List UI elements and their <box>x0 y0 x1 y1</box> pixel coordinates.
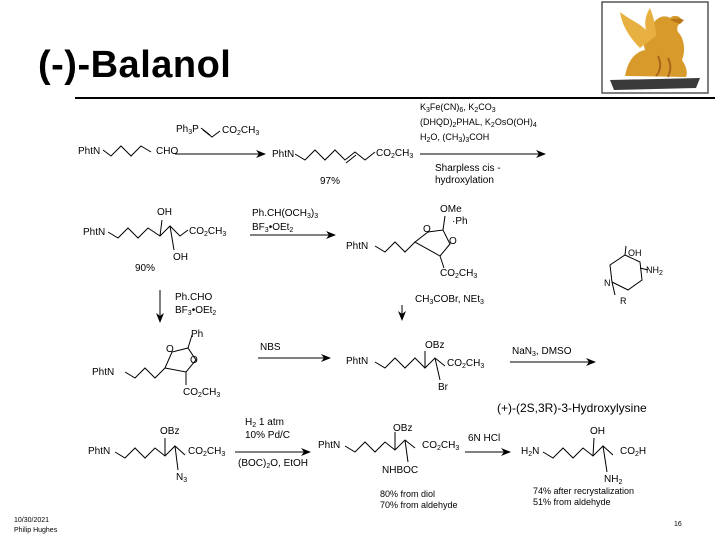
target-compound-label: (+)-(2S,3R)-3-Hydroxylysine <box>497 401 647 415</box>
orthoester-phthalimide-label: PhtN <box>92 367 115 378</box>
sharpless-conditions-line3: H2O, (CH3)3COH <box>420 132 490 144</box>
piperidine-oh: OH <box>628 248 642 258</box>
wittig-yield: 97% <box>320 176 341 187</box>
orthoester-conditions-line1: Ph.CHO <box>175 292 213 303</box>
yield-after-recrystalization: 74% after recrystalization <box>533 486 635 496</box>
diol-oh-top: OH <box>157 207 172 218</box>
final-acid-label: CO2H <box>620 446 647 458</box>
hydrogenation-conditions-line2: 10% Pd/C <box>245 430 291 441</box>
final-nh2-label: NH2 <box>604 474 623 486</box>
yield-final-from-aldehyde: 51% from aldehyde <box>533 497 611 507</box>
final-oh-label: OH <box>590 426 605 437</box>
acetal-ome-label: OMe <box>440 204 462 215</box>
piperidine-ring <box>609 254 643 291</box>
azide-n3-label: N3 <box>176 472 188 484</box>
hydroxylysine-chain <box>542 445 614 459</box>
final-amine-label: H2N <box>521 446 540 458</box>
diol-oh-bottom: OH <box>173 252 188 263</box>
yield-from-diol: 80% from diol <box>380 489 436 499</box>
acetal-oxygen-2: O <box>449 236 457 247</box>
boc-nhboc-label: NHBOC <box>382 465 419 476</box>
diol-chain <box>107 225 189 239</box>
wittig-reagent-label: Ph3P <box>176 124 199 136</box>
orthoester-ph-label: Ph <box>191 329 204 340</box>
piperidine-r: R <box>620 296 627 306</box>
acylation-conditions: CH3COBr, NEt3 <box>415 294 484 306</box>
page-number: 16 <box>674 521 682 528</box>
azide-ester-label: CO2CH3 <box>188 446 226 458</box>
enoate-ester-label: CO2CH3 <box>376 148 414 160</box>
boc-obz-label: OBz <box>393 423 413 434</box>
aldehyde-chain <box>102 145 152 157</box>
sharpless-caption-line1: Sharpless cis - <box>435 163 501 174</box>
hcl-label: 6N HCl <box>468 433 501 444</box>
acetal-ph-label: ·Ph <box>452 216 468 227</box>
footer-date: 10/30/2021 <box>14 517 50 524</box>
azidation-conditions: NaN3, DMSO <box>512 346 572 358</box>
acetal-conditions-line2: BF3•OEt2 <box>252 222 294 234</box>
sharpless-conditions-line2: (DHQD)2PHAL, K2OsO(OH)4 <box>420 117 537 129</box>
boc-phthalimide-label: PhtN <box>318 440 341 451</box>
footer-author: Philip Hughes <box>14 527 58 534</box>
dihydroxylation-yield: 90% <box>135 263 156 274</box>
acetal-phthalimide-label: PhtN <box>346 241 369 252</box>
enoate-phthalimide-label: PhtN <box>272 149 295 160</box>
boc-chain <box>344 439 416 453</box>
orthoester-ring <box>164 347 197 373</box>
piperidine-nh2: NH2 <box>646 265 663 277</box>
acetal-ester-label: CO2CH3 <box>440 268 478 280</box>
acetal-oxygen-1: O <box>423 224 431 235</box>
bromo-obz-label: OBz <box>425 340 445 351</box>
sharpless-caption-line2: hydroxylation <box>435 175 494 186</box>
boc-ester-label: CO2CH3 <box>422 440 460 452</box>
dioxolane-ring <box>414 229 451 257</box>
bromo-ester-chain <box>374 357 446 369</box>
orthoester-oxygen-1: O <box>166 344 174 355</box>
nbs-label: NBS <box>260 342 281 353</box>
title-underline <box>75 97 715 99</box>
diol-phthalimide-label: PhtN <box>83 227 106 238</box>
orthoester-chain <box>124 367 166 379</box>
sharpless-conditions-line1: K3Fe(CN)6, K2CO3 <box>420 102 496 114</box>
phthalimide-label: PhtN <box>78 146 101 157</box>
wittig-ester-label: CO2CH3 <box>222 125 260 137</box>
piperidine-n: N <box>604 278 611 288</box>
enoate-chain <box>294 149 376 161</box>
yield-from-aldehyde: 70% from aldehyde <box>380 500 458 510</box>
azide-chain <box>114 445 186 459</box>
hydrogenation-conditions-line1: H2 1 atm <box>245 417 284 429</box>
acetal-chain <box>374 241 416 253</box>
hydrogenation-conditions-line3: (BOC)2O, EtOH <box>238 458 309 470</box>
griffin-statue-logo-icon <box>601 1 709 94</box>
aldehyde-label: CHO <box>156 146 179 157</box>
bromo-br-label: Br <box>438 382 448 393</box>
orthoester-conditions-line2: BF3•OEt2 <box>175 305 217 317</box>
bromo-ester-label: CO2CH3 <box>447 358 485 370</box>
azide-obz-label: OBz <box>160 426 180 437</box>
slide-title: (-)-Balanol <box>38 44 232 86</box>
azide-phthalimide-label: PhtN <box>88 446 111 457</box>
diol-ester-label: CO2CH3 <box>189 226 227 238</box>
orthoester-ester-label: CO2CH3 <box>183 387 221 399</box>
orthoester-oxygen-2: O <box>190 355 198 366</box>
bromo-phthalimide-label: PhtN <box>346 356 369 367</box>
acetal-conditions-line1: Ph.CH(OCH3)3 <box>252 208 319 220</box>
